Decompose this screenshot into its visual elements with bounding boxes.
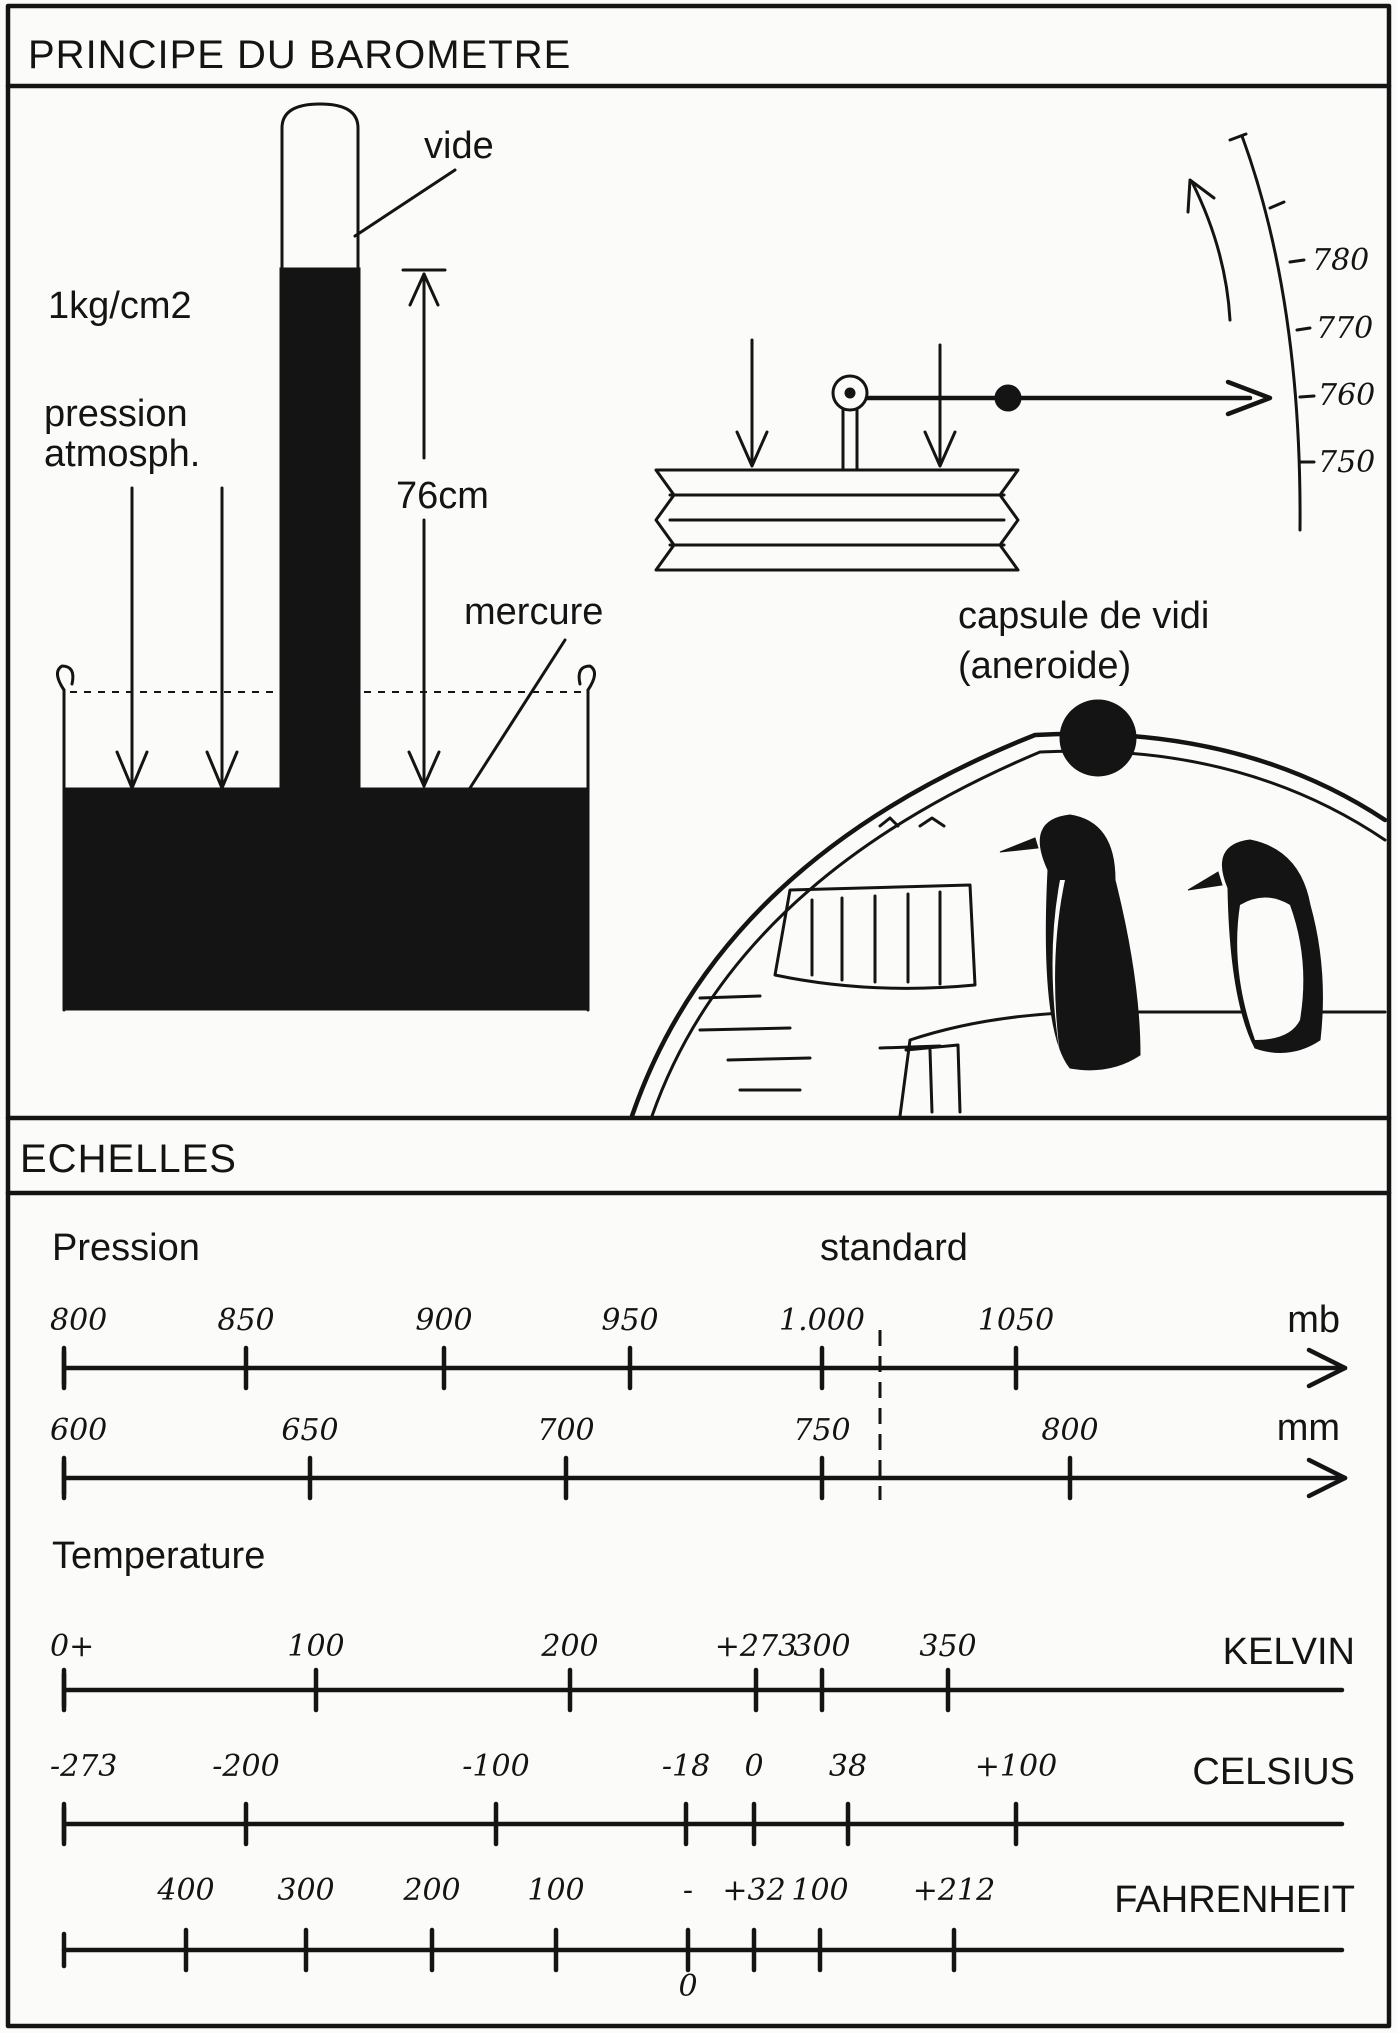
tick-label: 700 bbox=[537, 1413, 594, 1448]
scale-celsius: CELSIUS -273 -200 -100 -18 0 38 +100 bbox=[50, 1749, 1355, 1847]
iceberg-icon bbox=[773, 883, 977, 990]
tick-label: 750 bbox=[793, 1413, 850, 1448]
mercury-basin bbox=[63, 787, 589, 1011]
mercure-pointer bbox=[468, 638, 567, 790]
tick-label: -100 bbox=[462, 1749, 529, 1784]
tick-label: 100 bbox=[527, 1873, 584, 1908]
label-76cm: 76cm bbox=[396, 475, 489, 517]
globe-arc-inner bbox=[650, 749, 1387, 1118]
height-dimension bbox=[401, 268, 447, 788]
tick-label: 1.000 bbox=[779, 1303, 865, 1338]
mercury-barometer: vide 1kg/cm2 pression atmosph. 76cm merc… bbox=[44, 102, 603, 1012]
scale-unit-label: mb bbox=[1287, 1299, 1340, 1341]
tick-label: 1050 bbox=[978, 1303, 1054, 1338]
scales-group: mb 800 850 900 950 1.000 1050 mm 600 650 700 750 800… bbox=[50, 1299, 1355, 2004]
tick-label: 200 bbox=[402, 1873, 460, 1908]
penguin-scene bbox=[629, 699, 1388, 1119]
label-capsule: capsule de vidi bbox=[958, 595, 1209, 637]
label-standard: standard bbox=[820, 1227, 968, 1269]
tick-label-zero: 0 bbox=[678, 1969, 697, 2004]
label-aneroide: (aneroide) bbox=[958, 645, 1131, 687]
label-pression-scales: Pression bbox=[52, 1227, 200, 1269]
dial-scale bbox=[1240, 134, 1302, 532]
arrow-right-icon bbox=[1306, 1347, 1348, 1389]
tick-label: 38 bbox=[829, 1749, 867, 1784]
basin-walls bbox=[62, 688, 590, 1012]
tick-label: -18 bbox=[662, 1749, 710, 1784]
section-title-echelles: ECHELLES bbox=[20, 1137, 237, 1181]
scale-unit-label: FAHRENHEIT bbox=[1114, 1879, 1355, 1921]
label-mercure: mercure bbox=[464, 591, 603, 633]
tick-label: -273 bbox=[50, 1749, 117, 1784]
capsule-bellows bbox=[654, 468, 1020, 572]
outer-frame bbox=[5, 3, 1392, 2029]
dial-mark-760: 760 bbox=[1318, 378, 1375, 413]
label-vide: vide bbox=[424, 125, 494, 167]
tick-label: 600 bbox=[50, 1413, 107, 1448]
tick-label: +273 bbox=[715, 1629, 797, 1664]
section-title-barometre: PRINCIPE DU BAROMETRE bbox=[28, 33, 571, 77]
mercury-column bbox=[279, 267, 361, 799]
label-pressure-unit: 1kg/cm2 bbox=[48, 285, 192, 327]
tick-label: 400 bbox=[156, 1873, 214, 1908]
label-pression: pression bbox=[44, 393, 188, 435]
tube-outline bbox=[280, 102, 360, 270]
tick-label: 950 bbox=[601, 1303, 658, 1338]
tick-label: 0 bbox=[744, 1749, 763, 1784]
aneroid-capsule: 780 770 760 750 capsule de vidi (aneroid… bbox=[654, 132, 1375, 687]
basin-lip-left bbox=[56, 664, 75, 692]
tick-label: +212 bbox=[913, 1873, 995, 1908]
scale-mm: mm 600 650 700 750 800 bbox=[50, 1407, 1348, 1501]
globe-arc bbox=[629, 731, 1388, 1119]
needle-arrow-icon bbox=[1225, 379, 1273, 417]
label-temperature: Temperature bbox=[52, 1535, 265, 1577]
capsule-arrows bbox=[735, 338, 957, 468]
dial-direction-arrow bbox=[1190, 180, 1232, 322]
dial-mark-770: 770 bbox=[1316, 311, 1373, 346]
sun-icon bbox=[1059, 699, 1137, 777]
water-ripples bbox=[698, 994, 942, 1092]
tick-label: +32 bbox=[722, 1873, 785, 1908]
tick-label: 850 bbox=[217, 1303, 274, 1338]
tick-label: 100 bbox=[287, 1629, 344, 1664]
pressure-arrows bbox=[115, 486, 239, 790]
arrow-right-icon bbox=[1306, 1457, 1348, 1499]
tick-label: -200 bbox=[212, 1749, 279, 1784]
tick-label: 900 bbox=[415, 1303, 472, 1338]
bird-icon bbox=[918, 816, 946, 828]
tick-label: 100 bbox=[791, 1873, 848, 1908]
tick-label: 650 bbox=[281, 1413, 338, 1448]
tick-label: - bbox=[683, 1873, 693, 1908]
basin-lip-right bbox=[577, 664, 596, 692]
vide-pointer bbox=[353, 168, 457, 238]
tick-label: 800 bbox=[50, 1303, 107, 1338]
tick-label: 0+ bbox=[50, 1629, 94, 1664]
penguin-left-icon bbox=[1039, 814, 1141, 1071]
scale-unit-label: mm bbox=[1277, 1407, 1340, 1449]
pivot-icon bbox=[831, 374, 869, 412]
scale-unit-label: KELVIN bbox=[1223, 1631, 1355, 1673]
dial-mark-780: 780 bbox=[1312, 243, 1369, 278]
label-atmosph: atmosph. bbox=[44, 433, 200, 475]
scale-unit-label: CELSIUS bbox=[1192, 1751, 1355, 1793]
scale-mb: mb 800 850 900 950 1.000 1050 bbox=[50, 1299, 1348, 1391]
tick-label: 300 bbox=[793, 1629, 850, 1664]
tick-label: 200 bbox=[540, 1629, 598, 1664]
tick-label: 350 bbox=[919, 1629, 976, 1664]
tick-label: 800 bbox=[1041, 1413, 1098, 1448]
dial-mark-750: 750 bbox=[1318, 445, 1375, 480]
tick-label: +100 bbox=[975, 1749, 1057, 1784]
tick-label: 300 bbox=[277, 1873, 334, 1908]
needle-knob bbox=[994, 384, 1022, 412]
